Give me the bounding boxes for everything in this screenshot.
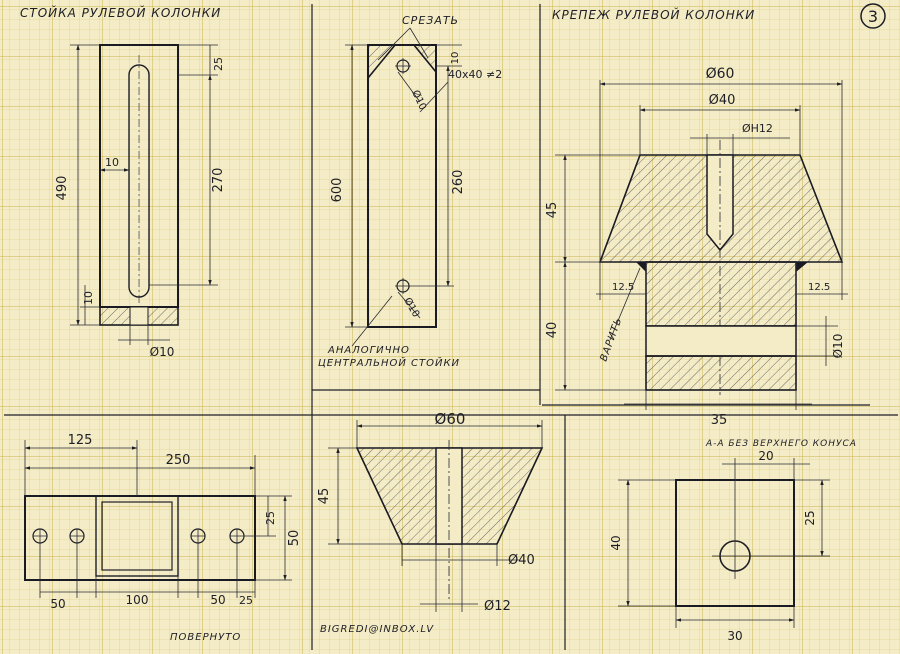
plan-caption: ПОВЕРНУТО bbox=[170, 632, 241, 643]
block-gap bbox=[645, 325, 797, 357]
dim-25: 25 bbox=[212, 57, 225, 71]
dim-125: 125 bbox=[68, 433, 93, 448]
view-stand: 490 270 25 10 10 Ø10 bbox=[55, 44, 226, 359]
plan-tube-inner bbox=[101, 501, 173, 571]
dim-sec-25: 25 bbox=[803, 510, 817, 525]
dim-50a: 50 bbox=[50, 597, 65, 611]
dim-10b: 10 bbox=[82, 291, 95, 305]
frame-lines bbox=[4, 4, 898, 650]
dim-12-5-right: 12.5 bbox=[808, 282, 830, 293]
dim-12-5-left: 12.5 bbox=[612, 282, 634, 293]
dim-phi40: Ø40 bbox=[709, 93, 736, 108]
dim-50b: 50 bbox=[210, 593, 225, 607]
dim-cone-12: Ø12 bbox=[484, 599, 511, 614]
dim-45: 45 bbox=[545, 202, 560, 219]
tube-body bbox=[367, 44, 437, 328]
dim-phi10: Ø10 bbox=[150, 345, 175, 359]
dim-cone-40: Ø40 bbox=[508, 553, 535, 568]
dim-10-top: 10 bbox=[450, 52, 461, 65]
note-line2: ЦЕНТРАЛЬНОЙ СТОЙКИ bbox=[318, 356, 460, 369]
dim-phi10: Ø10 bbox=[831, 334, 845, 359]
author-email: BIGREDI@INBOX.LV bbox=[320, 624, 434, 635]
dim-25-right: 25 bbox=[264, 511, 277, 525]
dim-h12: ØН12 bbox=[742, 122, 773, 135]
dim-50-right: 50 bbox=[287, 530, 302, 547]
dim-40: 40 bbox=[545, 322, 560, 339]
cut-label: СРЕЗАТЬ bbox=[402, 14, 459, 27]
block-section-bottom bbox=[645, 355, 797, 391]
dim-35: 35 bbox=[711, 413, 728, 428]
dim-260: 260 bbox=[451, 170, 466, 195]
dim-phi60: Ø60 bbox=[706, 66, 735, 82]
weld-left bbox=[636, 262, 646, 272]
weld-right bbox=[796, 262, 808, 272]
dim-sec-40: 40 bbox=[609, 535, 623, 550]
sheet-number: 3 bbox=[868, 7, 878, 26]
section-title: А-А БЕЗ ВЕРХНЕГО КОНУСА bbox=[705, 439, 857, 449]
dim-270: 270 bbox=[211, 168, 226, 193]
note-line1: АНАЛОГИЧНО bbox=[327, 345, 410, 356]
title-left: СТОЙКА РУЛЕВОЙ КОЛОНКИ bbox=[20, 5, 221, 20]
sheet-number-circle bbox=[860, 3, 886, 29]
dim-490: 490 bbox=[55, 176, 70, 201]
dim-25b: 25 bbox=[239, 594, 253, 607]
stand-base-hole bbox=[129, 306, 149, 326]
view-plan: 125 250 25 50 50 100 50 25 ПОВЕРНУТО bbox=[24, 433, 302, 643]
dim-cone-45: 45 bbox=[317, 488, 332, 505]
dim-600: 600 bbox=[330, 178, 345, 203]
view-cone: Ø60 45 Ø40 Ø12 BIGREDI@INBOX.LV bbox=[317, 410, 544, 635]
dim-100: 100 bbox=[126, 593, 149, 607]
dim-250: 250 bbox=[166, 453, 191, 468]
dim-cone-60: Ø60 bbox=[435, 410, 466, 428]
block-section-top bbox=[645, 261, 797, 327]
dim-sec-30: 30 bbox=[727, 629, 742, 643]
title-right: КРЕПЕЖ РУЛЕВОЙ КОЛОНКИ bbox=[552, 7, 755, 22]
cut-corner-left bbox=[367, 44, 397, 81]
view-section: А-А БЕЗ ВЕРХНЕГО КОНУСА 20 25 40 30 bbox=[609, 439, 857, 643]
tube-label: 40х40 ≠2 bbox=[448, 68, 502, 81]
cut-corner-right bbox=[412, 44, 437, 75]
dim-sec-20: 20 bbox=[758, 449, 773, 463]
dim-10a: 10 bbox=[105, 156, 119, 169]
